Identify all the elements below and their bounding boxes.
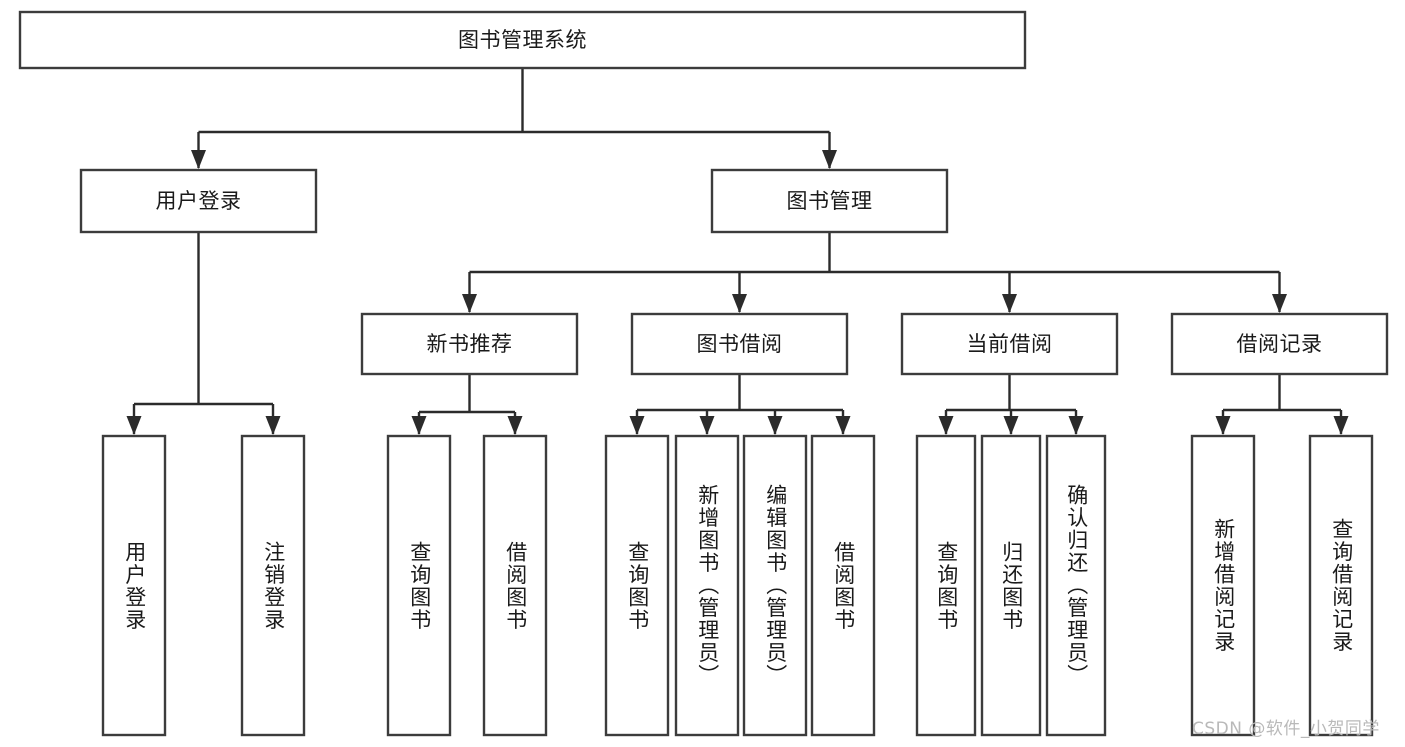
node-box-leaf-confirm-return[interactable] — [1045, 434, 1107, 737]
arrow-to-leaf-edit-book — [767, 416, 783, 435]
node-label-new-book-rec: 新书推荐 — [427, 332, 513, 356]
arrow-to-current-borrow — [1002, 294, 1017, 313]
node-box-leaf-query-book-3[interactable] — [915, 434, 977, 737]
node-box-leaf-add-record[interactable] — [1190, 434, 1256, 737]
arrow-to-leaf-return-book — [1003, 416, 1019, 435]
arrow-to-leaf-logout — [265, 416, 281, 435]
arrow-to-leaf-borrow-book-1 — [507, 416, 523, 435]
watermark-csdn: CSDN @软件_小贺同学 — [1192, 719, 1380, 739]
connectors-layer — [126, 68, 1349, 435]
node-label-root: 图书管理系统 — [458, 28, 587, 52]
node-box-leaf-user-login[interactable] — [101, 434, 167, 737]
node-box-current-borrow[interactable] — [900, 312, 1119, 376]
arrow-to-user-login — [191, 150, 206, 169]
node-box-borrow-record[interactable] — [1170, 312, 1389, 376]
node-box-leaf-query-book-1[interactable] — [386, 434, 452, 737]
node-box-new-book-rec[interactable] — [360, 312, 579, 376]
arrow-to-leaf-query-book-2 — [629, 416, 645, 435]
node-box-user-login[interactable] — [79, 168, 318, 234]
arrow-to-borrow-record — [1272, 294, 1287, 313]
arrow-to-leaf-query-book-1 — [411, 416, 427, 435]
arrow-to-leaf-user-login — [126, 416, 142, 435]
arrow-to-book-borrow — [732, 294, 747, 313]
node-box-root[interactable] — [18, 10, 1027, 70]
arrow-to-book-manage — [822, 150, 837, 169]
node-box-leaf-borrow-book-1[interactable] — [482, 434, 548, 737]
arrow-to-leaf-query-record — [1333, 416, 1349, 435]
arrow-to-leaf-query-book-3 — [938, 416, 954, 435]
node-box-leaf-query-record[interactable] — [1308, 434, 1374, 737]
node-box-leaf-query-book-2[interactable] — [604, 434, 670, 737]
node-box-leaf-return-book[interactable] — [980, 434, 1042, 737]
arrow-to-new-book-rec — [462, 294, 477, 313]
node-label-borrow-record: 借阅记录 — [1237, 332, 1323, 356]
node-box-leaf-edit-book[interactable] — [742, 434, 808, 737]
node-label-book-manage: 图书管理 — [787, 189, 873, 213]
arrow-to-leaf-add-book — [699, 416, 715, 435]
boxes-layer — [18, 10, 1389, 737]
node-box-leaf-add-book[interactable] — [674, 434, 740, 737]
node-box-leaf-logout[interactable] — [240, 434, 306, 737]
node-box-book-borrow[interactable] — [630, 312, 849, 376]
node-label-user-login: 用户登录 — [156, 189, 242, 213]
arrow-to-leaf-borrow-book-2 — [835, 416, 851, 435]
node-box-book-manage[interactable] — [710, 168, 949, 234]
node-label-current-borrow: 当前借阅 — [967, 332, 1053, 356]
node-label-book-borrow: 图书借阅 — [697, 332, 783, 356]
node-box-leaf-borrow-book-2[interactable] — [810, 434, 876, 737]
arrow-to-leaf-confirm-return — [1068, 416, 1084, 435]
arrow-to-leaf-add-record — [1215, 416, 1231, 435]
